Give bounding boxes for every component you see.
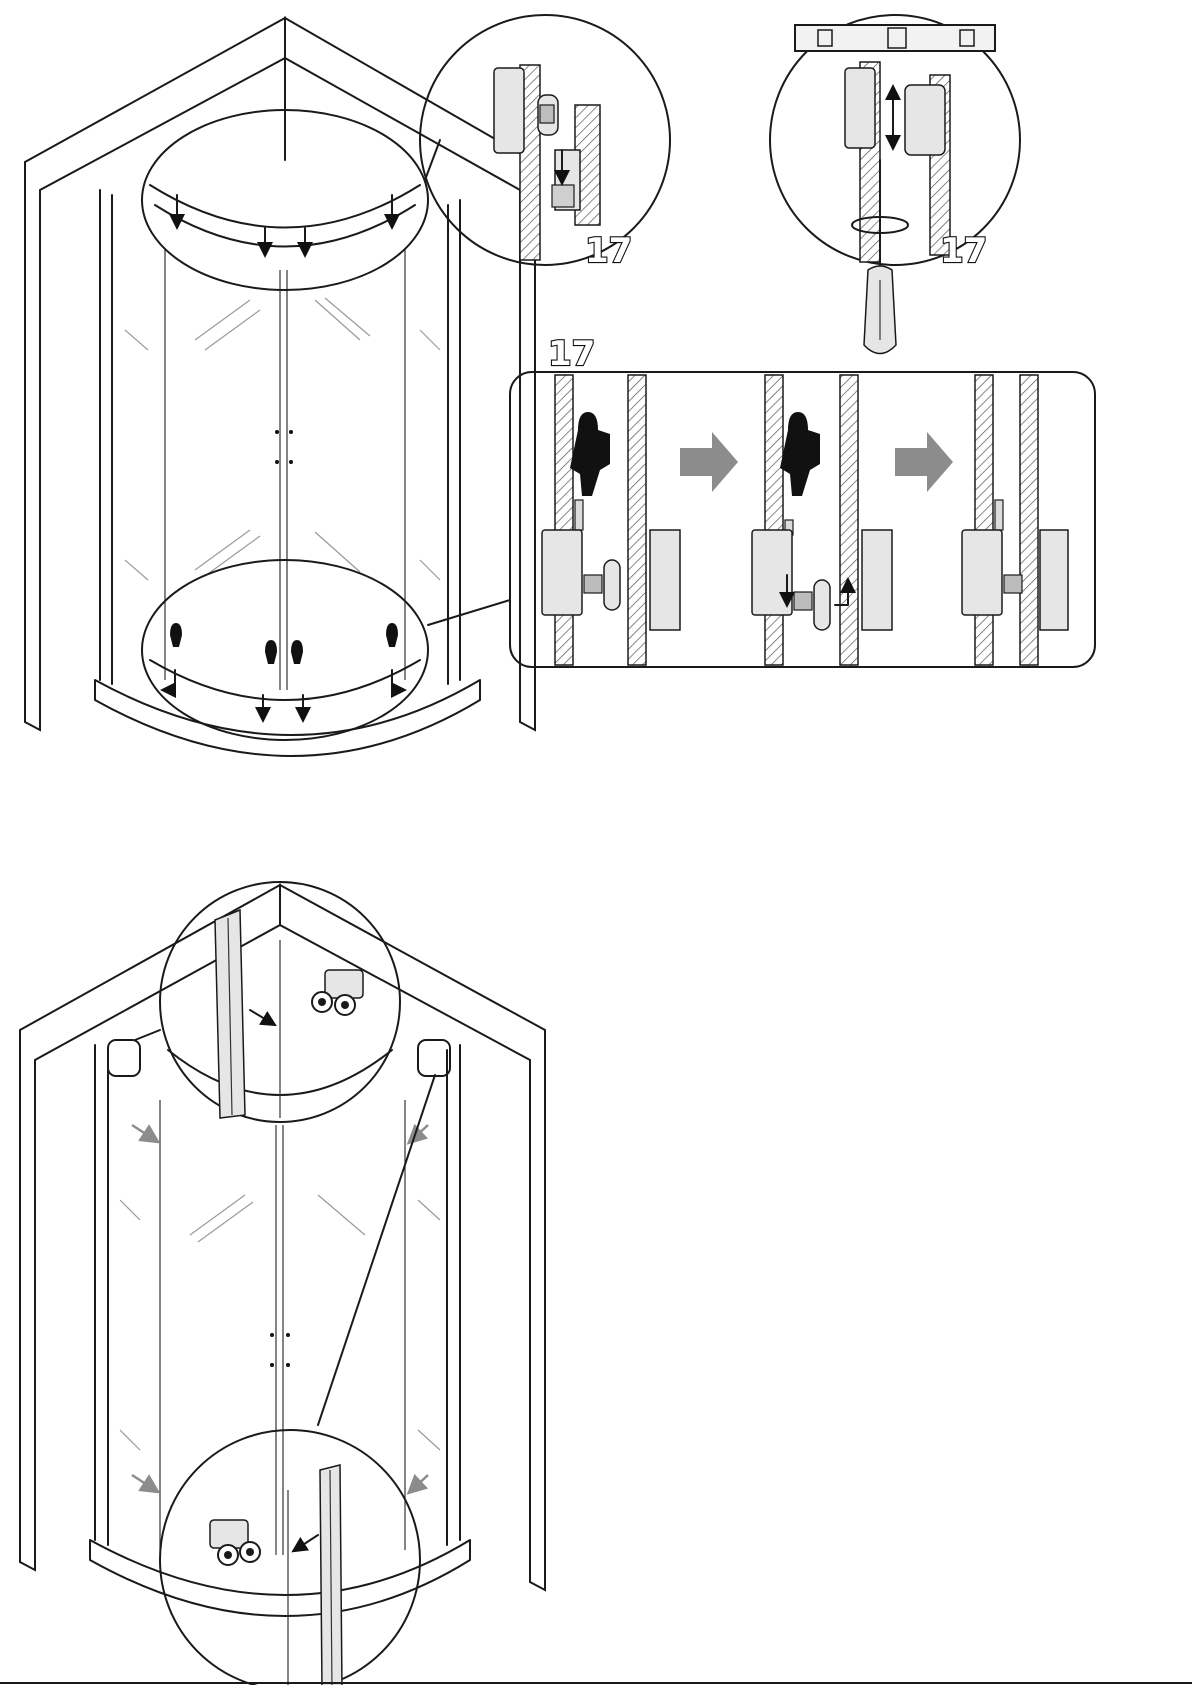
roller-icon-bottom: [210, 1520, 260, 1565]
shower-enclosure-bottom: [20, 882, 545, 1685]
finger-press-icon: [570, 412, 610, 496]
roller-icon-top: [312, 970, 363, 1015]
substep-3-result: [962, 375, 1068, 665]
step-number-b: 17: [940, 231, 987, 271]
step-panel-bottom-guide: 17: [510, 334, 1095, 667]
door-handles-bottom: [270, 1333, 290, 1367]
step-number-a: 17: [585, 231, 632, 271]
glass-reflections-top: [125, 298, 440, 580]
detail-circle-level-adjust: 17: [770, 15, 1020, 354]
detail-circle-roller-bottom: [160, 1430, 420, 1685]
finger-press-icon-2: [780, 412, 820, 496]
wall-left-top: [25, 18, 285, 730]
grey-arrows-bottom: [132, 1125, 428, 1488]
shower-tray-top: [95, 680, 480, 756]
step-number-panel: 17: [548, 334, 595, 374]
door-handles-top: [275, 430, 293, 464]
arrow-right-icon-2: [895, 432, 953, 492]
arrow-right-icon-1: [680, 432, 738, 492]
press-icons-bottom-left: [170, 623, 398, 664]
substep-1-press: [542, 375, 680, 665]
roller-arrows-top: [177, 195, 392, 250]
zoom-ellipse-bottom-guides: [142, 560, 428, 740]
shower-enclosure-top: [25, 18, 535, 756]
spirit-level-icon: [795, 25, 995, 51]
substep-2-slide: [752, 375, 892, 665]
glass-reflections-bottom: [120, 1195, 440, 1450]
guide-arrows-bottom: [168, 670, 399, 715]
